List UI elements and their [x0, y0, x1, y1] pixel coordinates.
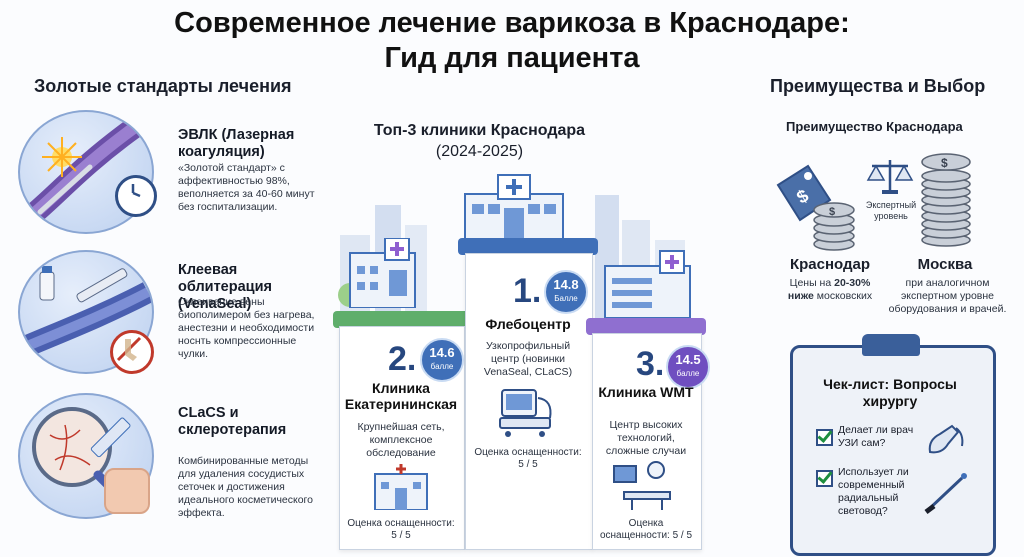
- treatment-2-desc: Склеивание вены биополимером без нагрева…: [178, 296, 315, 360]
- svg-text:$: $: [941, 156, 948, 170]
- clinic-3-rating: Оценка оснащенности: 5 / 5: [599, 518, 693, 541]
- left-heading: Золотые стандарты лечения: [34, 76, 292, 96]
- ultrasound-probe-icon: [928, 424, 964, 454]
- skin-patch-icon: [104, 468, 150, 514]
- scale-icon: [866, 160, 914, 194]
- treatment-1-desc: «Золотой стандарт» с аффективностью 98%,…: [178, 162, 315, 213]
- clinic-1-score: 14.8: [553, 277, 579, 292]
- treatment-2-title: Клеевая облитерация (VenaSeal): [178, 262, 272, 312]
- clinic-2-rank: 2.: [388, 340, 417, 378]
- krasnodar-desc-bold: 20-30% ниже: [787, 277, 871, 302]
- clinic-1-rating: Оценка оснащенности: 5 / 5: [474, 447, 582, 470]
- coins-large-icon: $: [921, 153, 971, 247]
- main-title-line1: Современное лечение варикоза в Краснодар…: [174, 7, 850, 39]
- coins-small-icon: $: [813, 202, 855, 251]
- center-heading-line1: Топ-3 клиники Краснодара: [373, 122, 586, 139]
- clinic-3-building-icon: [604, 250, 691, 318]
- clinic-2-small-building-icon: [374, 464, 428, 510]
- scale-label: Экспертный уровень: [865, 200, 917, 221]
- right-heading: Преимущества и Выбор: [770, 76, 986, 96]
- treatment-3-desc: Комбинированные методы для удаления сосу…: [178, 455, 313, 519]
- clinic-1-score-badge: 14.8 Балле: [544, 270, 588, 314]
- no-stockings-icon: [110, 330, 154, 374]
- right-subheading: Преимущество Краснодара: [786, 119, 963, 134]
- radial-fiber-icon: [924, 473, 967, 514]
- clinic-2-building-icon: [349, 238, 416, 308]
- krasnodar-desc: Цены на 20-30% ниже московских: [776, 277, 884, 303]
- svg-text:$: $: [829, 206, 835, 218]
- laser-vein-icon: [18, 110, 154, 234]
- medical-device-icon: [499, 389, 552, 437]
- clinic-2-score-unit: балле: [430, 362, 454, 371]
- checklist-item-2: Использует ли современный радиальный све…: [838, 466, 909, 517]
- operating-room-icon: [613, 461, 671, 510]
- clinic-3-rank: 3.: [636, 345, 665, 383]
- clinic-3-name: Клиника WMT: [598, 384, 694, 400]
- podium-1-top: [458, 238, 598, 255]
- center-heading: Топ-3 клиники Краснодара (2024-2025): [372, 120, 587, 162]
- treatment-3-title: CLaCS и склеротерапия: [178, 405, 287, 438]
- checkbox-checked-icon: [816, 429, 833, 446]
- checkbox-checked-icon-2: [816, 470, 833, 487]
- clipboard-clip-icon: [862, 334, 920, 356]
- moscow-desc: при аналогичном экспертном уровне оборуд…: [888, 277, 1007, 315]
- clinic-1-rank: 1.: [513, 272, 542, 310]
- clinic-2-score: 14.6: [429, 345, 455, 360]
- clinic-3-score: 14.5: [675, 352, 701, 367]
- clinic-3-score-badge: 14.5 балле: [666, 345, 710, 389]
- krasnodar-label: Краснодар: [789, 256, 871, 273]
- moscow-label: Москва: [917, 256, 973, 273]
- center-heading-line2: (2024-2025): [435, 143, 524, 160]
- checklist-clipboard: [790, 345, 996, 556]
- clock-icon: [115, 175, 157, 217]
- clinic-1-score-unit: Балле: [554, 294, 578, 303]
- krasnodar-desc-pre: Цены на: [789, 277, 835, 289]
- checklist-item-1: Делает ли врач УЗИ сам?: [838, 424, 914, 449]
- checklist-title: Чек-лист: Вопросы хирургу: [823, 376, 957, 409]
- main-title-line2: Гид для пациента: [384, 42, 640, 74]
- podium-3-top: [586, 318, 706, 335]
- clinic-1-desc: Узкопрофильный центр (новинки VenaSeal, …: [483, 340, 573, 378]
- clinic-1-name: Флебоцентр: [485, 316, 571, 332]
- treatment-1-title: ЭВЛК (Лазерная коагуляция): [178, 127, 295, 160]
- clinic-2-desc: Крупнейшая сеть, комплексное обследовани…: [357, 421, 445, 459]
- clinic-3-score-unit: балле: [676, 369, 700, 378]
- main-title: Современное лечение варикоза в Краснодар…: [0, 6, 1024, 76]
- clinic-2-rating: Оценка оснащенности: 5 / 5: [347, 518, 455, 541]
- podium-2-top: [333, 311, 469, 328]
- clinic-1-building-icon: [464, 174, 564, 240]
- krasnodar-desc-post: московских: [813, 290, 873, 302]
- clinic-2-name: Клиника Екатерининская: [344, 380, 458, 412]
- clinic-3-desc: Центр высоких технологий, сложные случаи: [605, 419, 687, 457]
- clinic-2-score-badge: 14.6 балле: [420, 338, 464, 382]
